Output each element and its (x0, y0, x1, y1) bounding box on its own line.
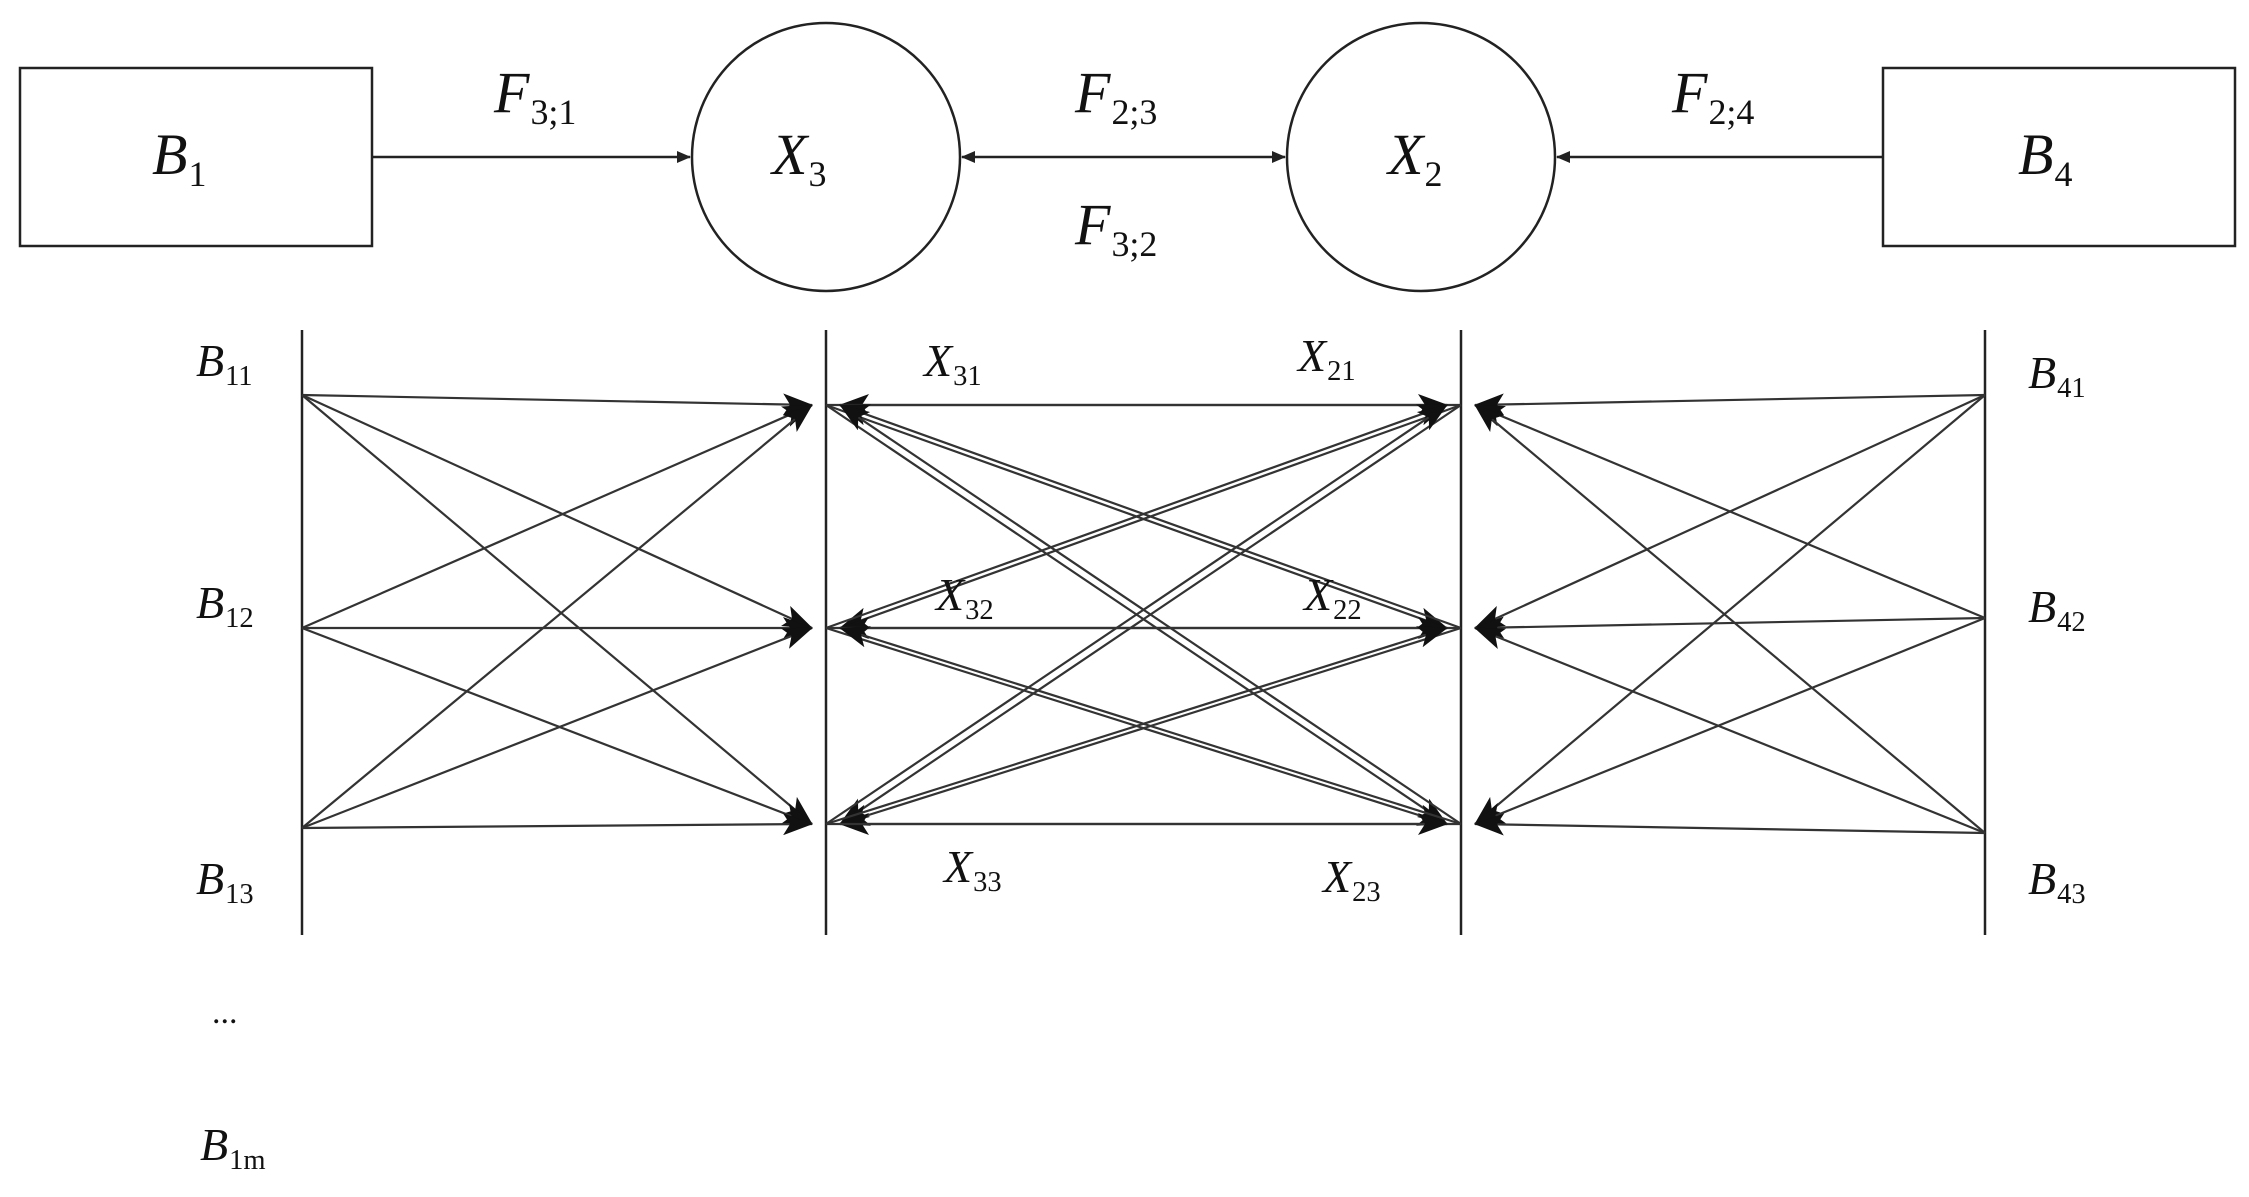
label-b42: B42 (2028, 581, 2086, 639)
edge-b11-x31 (301, 393, 813, 416)
edge-b13-x32 (301, 626, 813, 830)
edge-b41-x21 (1474, 393, 1986, 416)
label-x3: X3 (772, 122, 827, 194)
edge-b43-x21 (1474, 404, 1986, 834)
label-b11: B11 (196, 335, 253, 393)
edge-b43-x23 (1474, 813, 1986, 836)
label-b1: B1 (152, 122, 207, 194)
edge-b42-x23 (1474, 616, 1986, 826)
label-f32: F3;2 (1075, 192, 1158, 264)
edge-b13-x33 (301, 813, 813, 836)
edge-b41-x23 (1474, 394, 1986, 825)
edge-b13-x31 (301, 404, 813, 829)
edge-x33-x22 (825, 626, 1448, 826)
edge-b11-x32 (301, 393, 813, 630)
edge-x32-x21 (825, 403, 1448, 630)
label-b41: B41 (2028, 347, 2086, 405)
label-b43: B43 (2028, 853, 2086, 911)
network-edges (301, 393, 1986, 836)
label-x22: X22 (1304, 569, 1362, 627)
label-b4: B4 (2018, 122, 2073, 194)
label-x32: X32 (936, 569, 994, 627)
edge-x23-x32 (839, 626, 1462, 826)
edge-b42-x22 (1474, 616, 1986, 639)
edge-b42-x21 (1474, 403, 1986, 620)
label-f31: F3;1 (494, 60, 577, 132)
edge-b43-x22 (1474, 626, 1986, 835)
ellipsis: ... (212, 994, 238, 1031)
label-x21: X21 (1298, 330, 1356, 388)
label-b1m: B1m (200, 1119, 266, 1177)
edge-b12-x31 (301, 403, 813, 630)
edge-x33-x21 (825, 404, 1448, 825)
node-circle-x2 (1285, 21, 1557, 293)
node-circle-x3 (690, 21, 962, 293)
label-f24: F2;4 (1672, 60, 1755, 132)
label-x23: X23 (1323, 851, 1381, 909)
label-x33: X33 (944, 841, 1002, 899)
edge-b12-x33 (301, 626, 813, 826)
label-b12: B12 (196, 577, 254, 635)
edge-x23-x31 (839, 404, 1462, 825)
label-f23: F2;3 (1075, 60, 1158, 132)
edge-x22-x31 (839, 403, 1462, 630)
label-x2: X2 (1388, 122, 1443, 194)
label-x31: X31 (924, 335, 982, 393)
edge-b11-x33 (301, 394, 813, 825)
label-b13: B13 (196, 853, 254, 911)
